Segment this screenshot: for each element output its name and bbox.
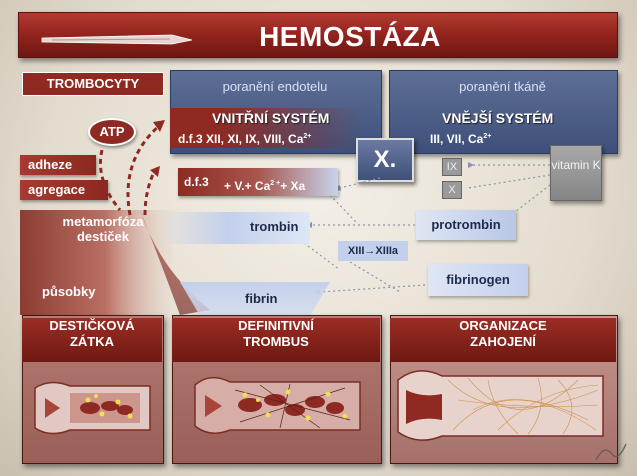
extrinsic-system-label: VNĚJŠÍ SYSTÉM <box>442 110 554 126</box>
syringe-needle-icon <box>41 34 193 45</box>
extrinsic-factors: III, VII, Ca2+ <box>430 132 491 146</box>
panel3-line2: ZAHOJENÍ <box>470 334 536 349</box>
agregace-label: agregace <box>20 180 108 200</box>
fibrin-label: fibrin <box>245 291 278 306</box>
metamorfoza-line1: metamorfóza <box>62 214 144 229</box>
organization-healing-illustration <box>397 370 604 441</box>
prothrombinase-complex-box <box>178 168 338 196</box>
panel-platelet-plug-title: DESTIČKOVÁ ZÁTKA <box>22 318 162 362</box>
prothrombinase-components: + V.+ Ca2 ++ Xa <box>224 179 305 193</box>
pusobky-label: působky <box>42 284 96 299</box>
definitive-thrombus-illustration <box>194 376 361 434</box>
platelet-arrows <box>98 120 165 216</box>
vitamin-k-box: vitamin K <box>550 145 602 201</box>
panel3-line1: ORGANIZACE <box>459 318 547 333</box>
xiii-activation-box: XIII→XIIIa <box>338 241 408 261</box>
factor-x-box: X. <box>356 138 414 182</box>
trombocyty-label: TROMBOCYTY <box>22 72 164 96</box>
page-title: HEMOSTÁZA <box>259 21 441 52</box>
platelet-plug-illustration <box>34 381 151 435</box>
panel1-line2: ZÁTKA <box>69 334 115 349</box>
complex-tail: + Xa <box>280 179 306 193</box>
panel-definitive-thrombus-title: DEFINITIVNÍ TROMBUS <box>172 318 380 362</box>
factor-ix-box: IX <box>442 158 462 176</box>
trombin-label: trombin <box>250 219 299 234</box>
cascade-connectors <box>299 162 551 295</box>
intrinsic-factors-sup: 2+ <box>303 133 312 140</box>
metamorfoza-line2: destiček <box>76 229 130 244</box>
panel2-line1: DEFINITIVNÍ <box>238 318 314 333</box>
adheze-label: adheze <box>20 155 96 175</box>
intrinsic-system-label: VNITŘNÍ SYSTÉM <box>212 110 330 126</box>
extrinsic-factors-text: III, VII, Ca <box>430 132 484 146</box>
title-bar <box>18 12 618 58</box>
factor-x-small-box: X <box>442 181 462 199</box>
panel1-line1: DESTIČKOVÁ <box>49 318 135 333</box>
author-signature-mark <box>595 443 627 461</box>
extrinsic-factors-sup: 2+ <box>483 133 492 140</box>
intrinsic-factors-text: d.f.3 XII, XI, IX, VIII, Ca <box>178 132 304 146</box>
extrinsic-system-box <box>389 70 618 154</box>
fibrinogen-box: fibrinogen <box>428 264 528 296</box>
intrinsic-factors: d.f.3 XII, XI, IX, VIII, Ca2+ <box>178 132 311 146</box>
complex-text: + V.+ Ca <box>224 179 271 193</box>
protrombin-box: protrombin <box>416 210 516 240</box>
extrinsic-header: poranění tkáně <box>459 79 546 94</box>
metamorfoza-label: metamorfóza destiček <box>48 214 158 244</box>
panel-organization-title: ORGANIZACE ZAHOJENÍ <box>390 318 616 362</box>
intrinsic-red-band <box>170 108 360 148</box>
panel2-line2: TROMBUS <box>243 334 309 349</box>
trombin-box <box>160 212 310 244</box>
atp-badge: ATP <box>88 118 136 146</box>
intrinsic-header: poranění endotelu <box>222 79 328 94</box>
prothrombinase-df3: d.f.3 <box>184 175 209 189</box>
complex-sup: 2 + <box>270 180 281 187</box>
